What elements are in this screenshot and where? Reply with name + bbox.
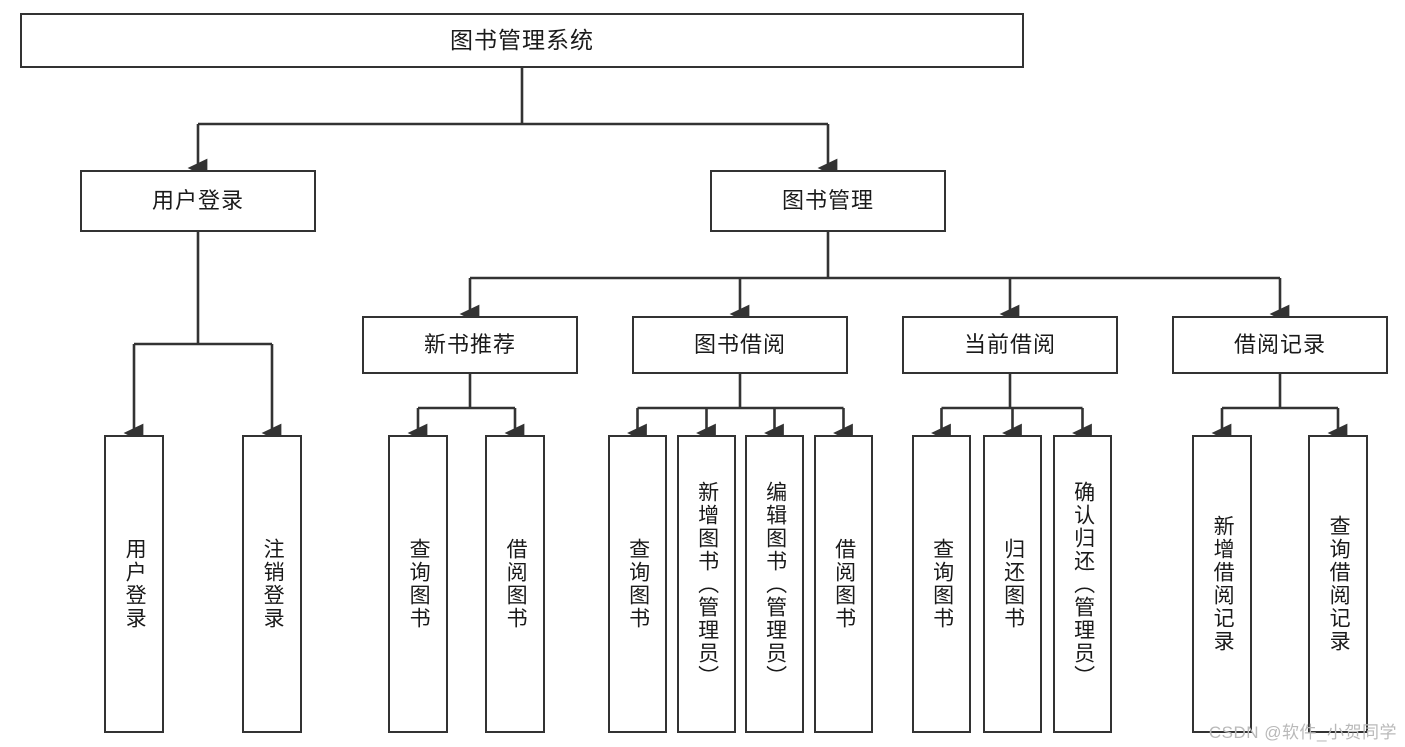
node-label: 图书借阅 <box>693 331 786 357</box>
node-label: 借阅图书 <box>504 538 528 630</box>
node-label: 借阅图书 <box>832 538 856 630</box>
node-label: 查询借阅记录 <box>1327 515 1351 653</box>
node-user-login[interactable]: 用户登录 <box>80 170 316 232</box>
node-label: 查询图书 <box>930 538 954 630</box>
node-current-borrow[interactable]: 当前借阅 <box>902 316 1118 374</box>
node-label: 确认归还（管理员） <box>1071 480 1095 688</box>
node-leaf-logout[interactable]: 注销登录 <box>242 435 302 733</box>
node-leaf-query-book-3[interactable]: 查询图书 <box>912 435 971 733</box>
node-label: 用户登录 <box>123 538 147 630</box>
node-label: 借阅记录 <box>1233 331 1326 357</box>
csdn-watermark: CSDN @软件_小贺同学 <box>1208 723 1397 742</box>
node-leaf-query-book-2[interactable]: 查询图书 <box>608 435 667 733</box>
node-leaf-query-record[interactable]: 查询借阅记录 <box>1308 435 1368 733</box>
node-root[interactable]: 图书管理系统 <box>20 13 1024 68</box>
node-leaf-add-record[interactable]: 新增借阅记录 <box>1192 435 1252 733</box>
node-borrow-record[interactable]: 借阅记录 <box>1172 316 1388 374</box>
node-new-book-recommend[interactable]: 新书推荐 <box>362 316 578 374</box>
node-label: 新书推荐 <box>423 331 516 357</box>
node-leaf-confirm-return[interactable]: 确认归还（管理员） <box>1053 435 1112 733</box>
node-leaf-borrow-book-2[interactable]: 借阅图书 <box>814 435 873 733</box>
node-book-borrow[interactable]: 图书借阅 <box>632 316 848 374</box>
node-label: 编辑图书（管理员） <box>763 480 787 688</box>
node-label: 新增借阅记录 <box>1211 515 1235 653</box>
node-label: 图书管理系统 <box>450 26 594 53</box>
node-leaf-add-book[interactable]: 新增图书（管理员） <box>677 435 736 733</box>
node-book-manage[interactable]: 图书管理 <box>710 170 946 232</box>
node-label: 归还图书 <box>1001 538 1025 630</box>
node-label: 注销登录 <box>261 538 285 630</box>
node-leaf-borrow-book-1[interactable]: 借阅图书 <box>485 435 545 733</box>
node-leaf-query-book-1[interactable]: 查询图书 <box>388 435 448 733</box>
node-label: 查询图书 <box>626 538 650 630</box>
node-label: 当前借阅 <box>963 331 1056 357</box>
node-label: 图书管理 <box>781 187 874 213</box>
node-leaf-return-book[interactable]: 归还图书 <box>983 435 1042 733</box>
node-leaf-edit-book[interactable]: 编辑图书（管理员） <box>745 435 804 733</box>
node-label: 查询图书 <box>407 538 431 630</box>
node-leaf-user-login[interactable]: 用户登录 <box>104 435 164 733</box>
node-label: 新增图书（管理员） <box>695 480 719 688</box>
node-label: 用户登录 <box>151 187 244 213</box>
